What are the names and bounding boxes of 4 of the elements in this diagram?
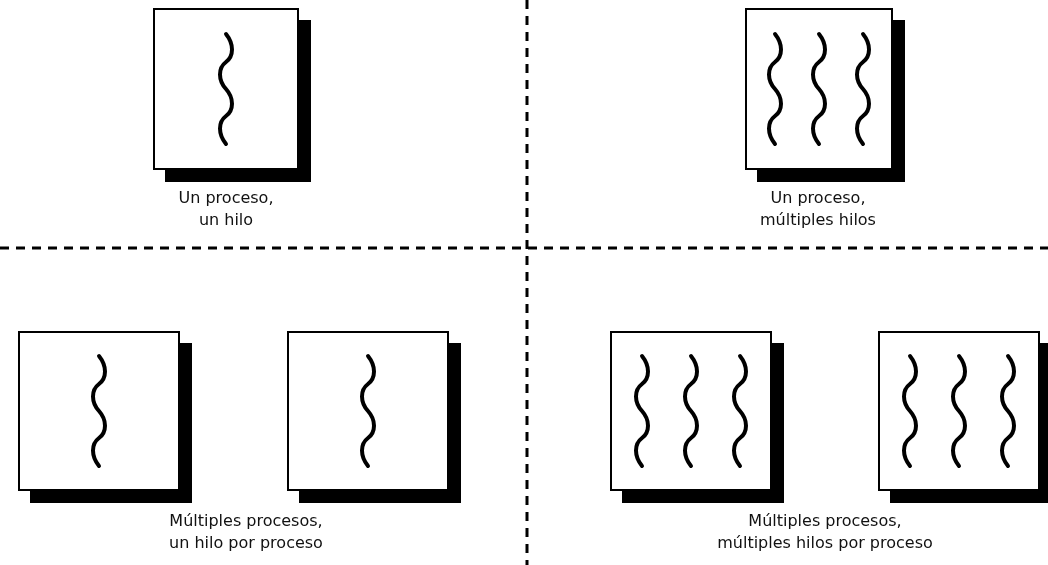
caption: Múltiples procesos, múltiples hilos por proceso <box>716 510 934 554</box>
caption: Múltiples procesos, un hilo por proceso <box>168 510 324 554</box>
caption: Un proceso, múltiples hilos <box>759 187 877 231</box>
caption: Un proceso, un hilo <box>177 187 275 231</box>
